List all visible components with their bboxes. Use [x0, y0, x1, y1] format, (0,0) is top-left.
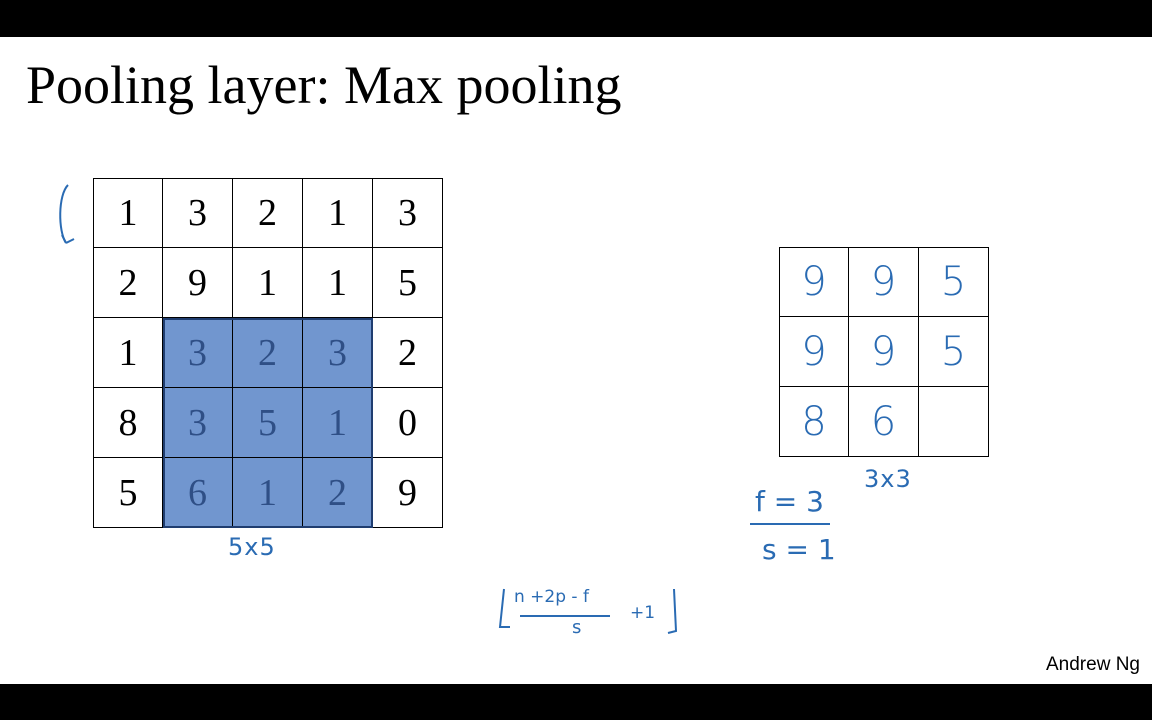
floor-bracket-right — [667, 588, 678, 634]
input-matrix-cell: 1 — [303, 248, 373, 318]
input-matrix-cell: 0 — [373, 388, 443, 458]
output-matrix-cell: 6 — [849, 387, 919, 457]
output-matrix-cell: 9 — [849, 247, 919, 317]
input-matrix-cell: 3 — [163, 318, 233, 388]
input-matrix-cell: 6 — [163, 458, 233, 528]
input-matrix-cell: 5 — [373, 248, 443, 318]
input-matrix-cell: 1 — [93, 178, 163, 248]
output-matrix-cell: 9 — [779, 317, 849, 387]
output-matrix-cell: 9 — [779, 247, 849, 317]
slide-title: Pooling layer: Max pooling — [26, 55, 622, 115]
input-matrix-cell: 1 — [233, 248, 303, 318]
output-size-label: 3x3 — [864, 465, 912, 493]
input-matrix-cell: 3 — [163, 178, 233, 248]
input-matrix-cell: 2 — [93, 248, 163, 318]
output-matrix-cell: 5 — [919, 247, 989, 317]
output-matrix-cell: 8 — [779, 387, 849, 457]
formula-plus-one: +1 — [630, 603, 656, 623]
input-matrix-cell: 3 — [373, 178, 443, 248]
author-watermark: Andrew Ng — [1046, 654, 1140, 675]
hyperparam-divider — [750, 523, 830, 525]
output-matrix-cell — [919, 387, 989, 457]
formula-denominator: s — [572, 617, 582, 638]
input-matrix-cell: 1 — [303, 178, 373, 248]
input-matrix-cell: 3 — [303, 318, 373, 388]
input-matrix-cell: 1 — [233, 458, 303, 528]
formula-numerator: n +2p - f — [514, 587, 589, 607]
input-matrix-cell: 2 — [233, 178, 303, 248]
input-matrix-cell: 8 — [93, 388, 163, 458]
formula-fraction-bar — [520, 615, 610, 617]
input-matrix-cell: 2 — [233, 318, 303, 388]
output-matrix-cell: 5 — [919, 317, 989, 387]
input-matrix-cell: 1 — [93, 318, 163, 388]
input-matrix-cell: 9 — [163, 248, 233, 318]
input-size-label: 5x5 — [228, 533, 276, 561]
hand-drawn-arrow-icon — [59, 184, 75, 244]
floor-bracket-left — [498, 588, 510, 628]
input-matrix-cell: 9 — [373, 458, 443, 528]
input-matrix-cell: 2 — [373, 318, 443, 388]
input-matrix-cell: 5 — [93, 458, 163, 528]
output-size-formula: n +2p - f s +1 — [496, 587, 696, 647]
input-matrix-cell: 3 — [163, 388, 233, 458]
filter-size-label: f = 3 — [755, 485, 824, 518]
stride-label: s = 1 — [762, 533, 836, 566]
input-matrix-cell: 1 — [303, 388, 373, 458]
input-matrix-cell: 5 — [233, 388, 303, 458]
input-matrix-cell: 2 — [303, 458, 373, 528]
output-matrix-cell: 9 — [849, 317, 919, 387]
